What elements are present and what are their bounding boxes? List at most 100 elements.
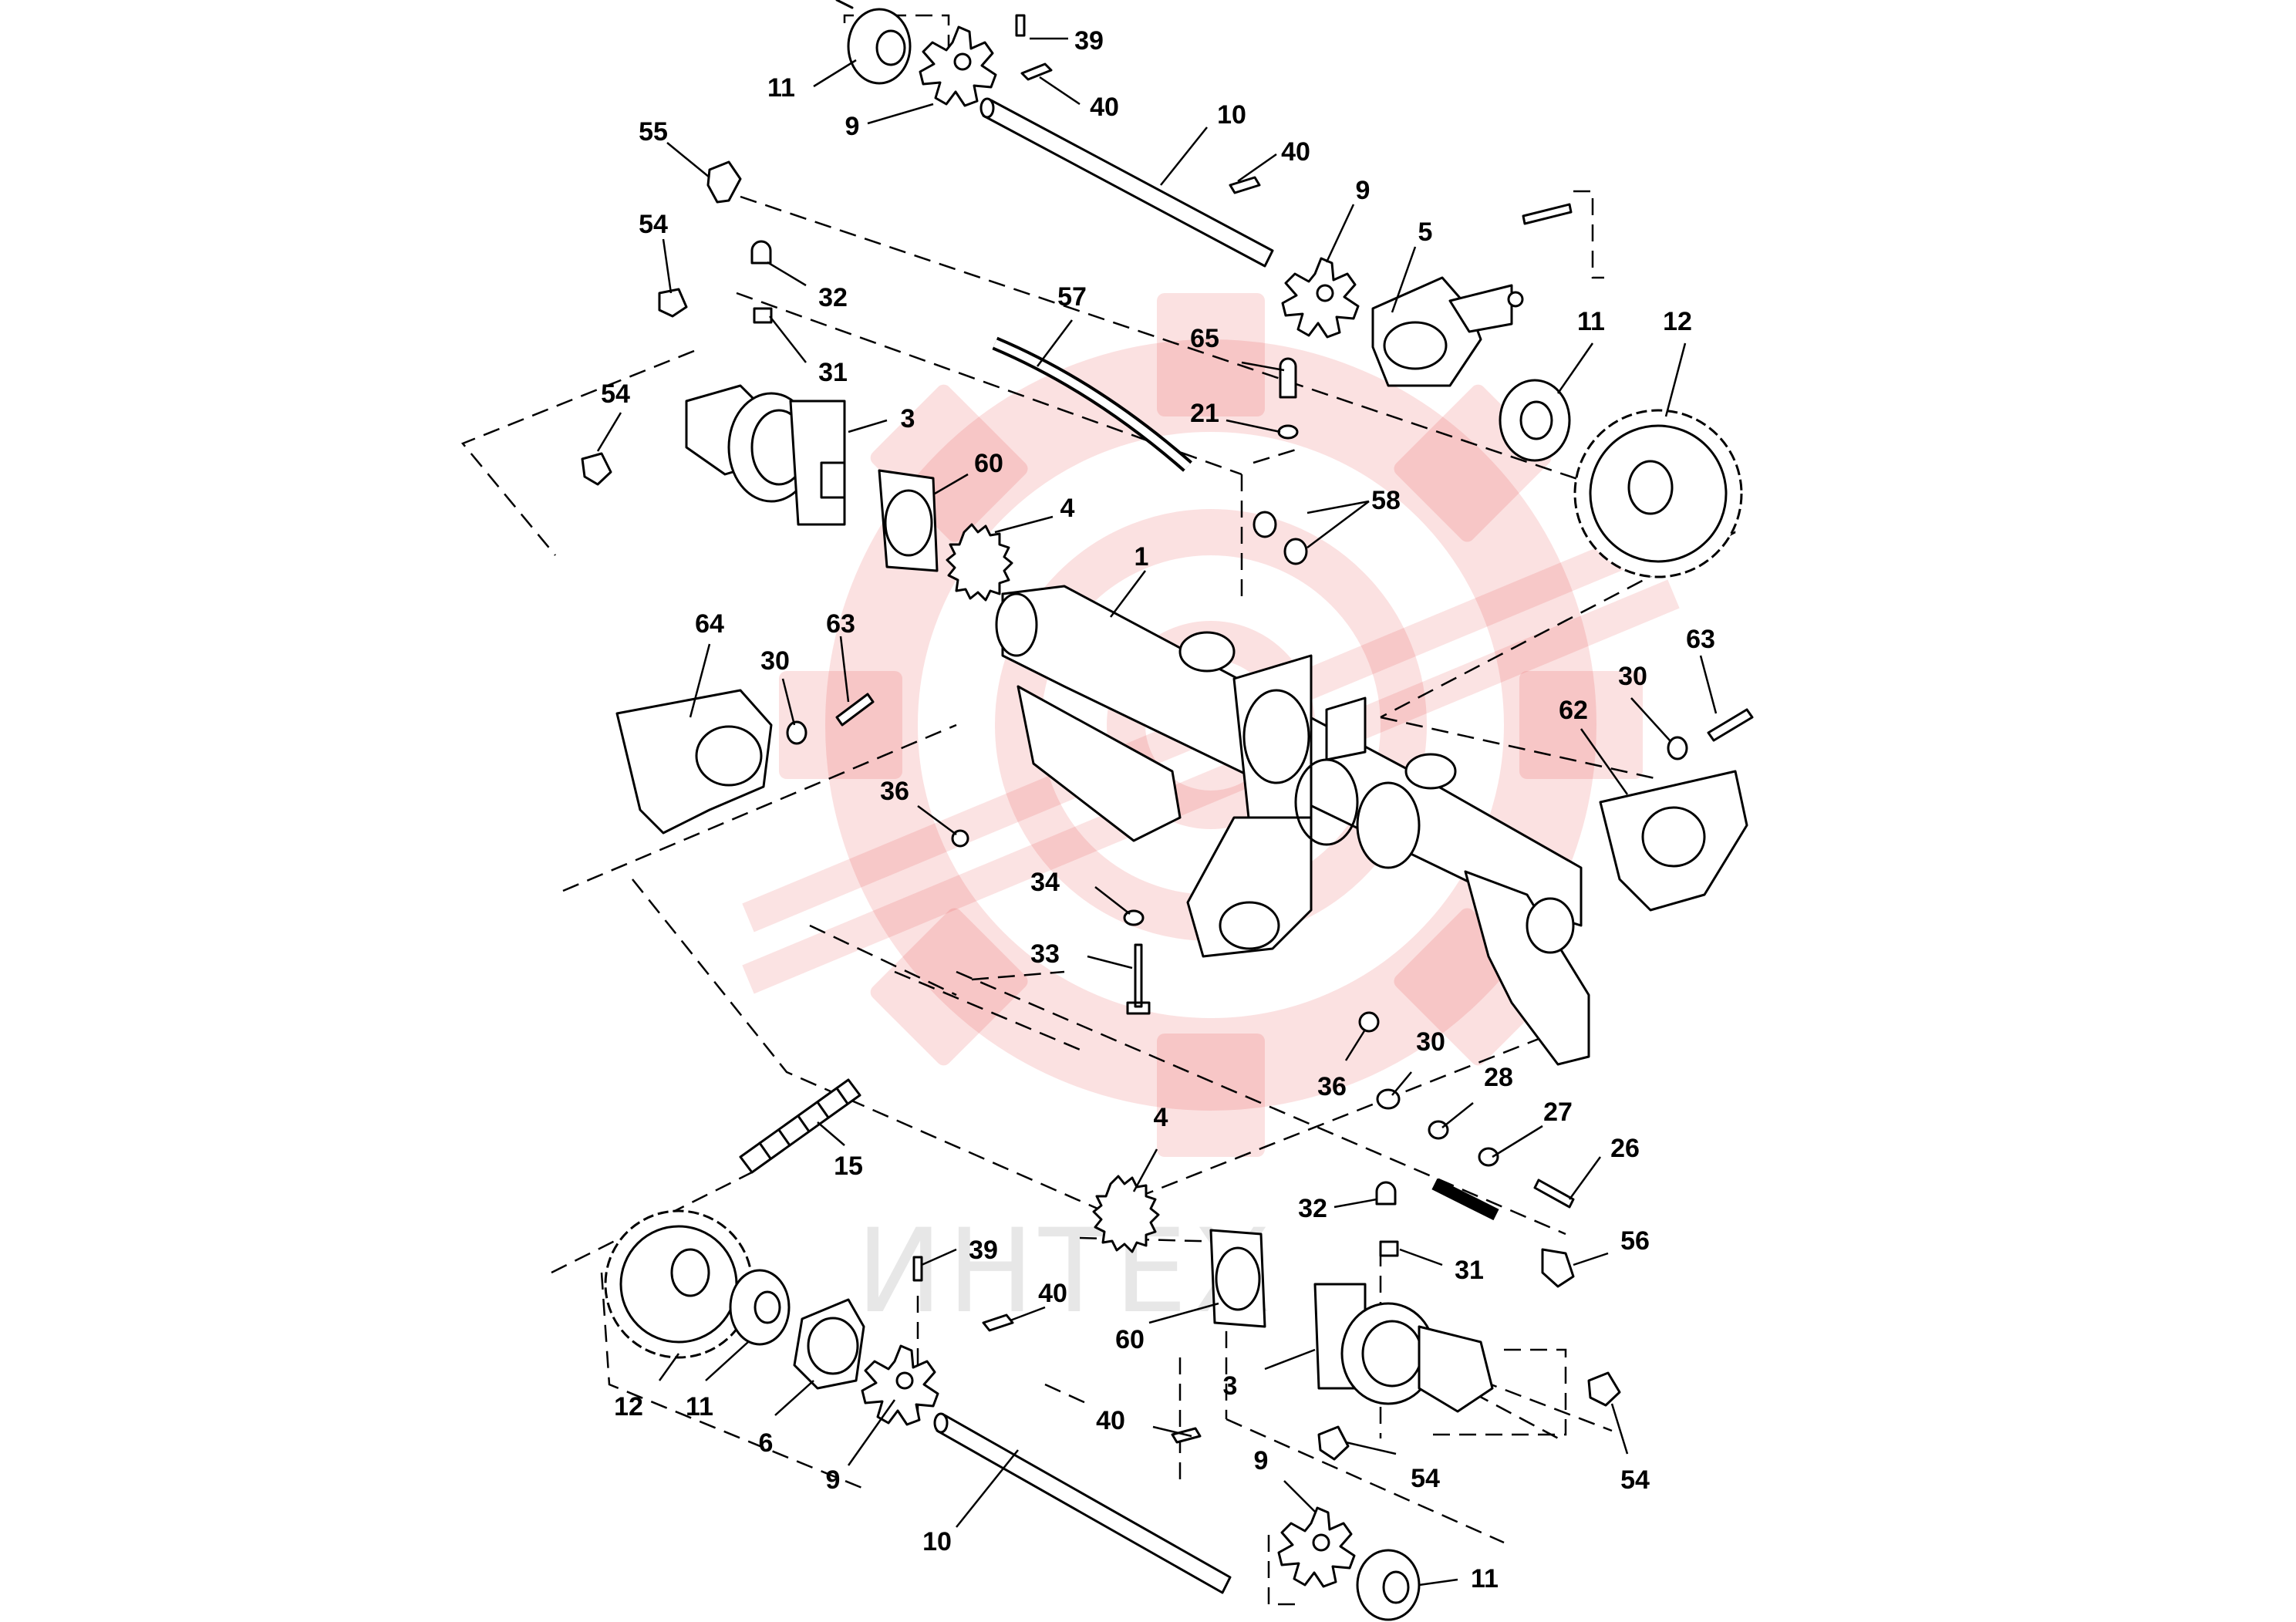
fitting-55 [706,160,742,204]
pin-39-top [1015,14,1026,37]
callout-11-top: 11 [767,73,795,103]
plate-5 [1371,276,1513,387]
callout-40-lower-left: 40 [1038,1279,1067,1308]
callout-11-right: 11 [1577,307,1605,336]
key-40-top-2 [1229,176,1261,194]
fitting-54-left [581,452,612,486]
nut-36-right [1358,1011,1380,1033]
callout-54-top: 54 [639,210,668,239]
washer-21 [1277,424,1299,440]
sprocket-12-top [1573,409,1743,578]
main-frame-1 [995,585,1583,958]
callout-30-left: 30 [760,646,790,676]
hose-56 [1431,1178,1499,1221]
bolt-65 [1279,357,1297,399]
hydraulic-motor-3-top [685,384,846,526]
callout-63-left: 63 [826,609,855,639]
frame-bracket-right [1464,870,1590,1066]
flange-bearing-top [835,0,912,85]
gasket-60-lower [1209,1229,1266,1328]
callout-11-lower-right: 11 [1471,1564,1499,1593]
fitting-54-top [658,288,688,318]
callout-9-top-right: 9 [1356,176,1371,205]
washer-28 [1428,1120,1449,1140]
chain-15 [739,1078,861,1174]
callout-54-lower-left: 54 [1411,1464,1440,1493]
callout-9-lower-right: 9 [1254,1446,1269,1475]
callout-40-lower-right: 40 [1096,1406,1125,1435]
flange-bearing-right [1499,379,1571,462]
callout-54-left: 54 [601,379,630,409]
callout-15: 15 [834,1152,863,1181]
callout-10-lower: 10 [922,1527,952,1556]
bolt-33 [1126,943,1151,1015]
callout-27: 27 [1543,1098,1573,1127]
callout-12-top: 12 [1663,307,1692,336]
nut-31-lower [1379,1240,1399,1257]
callout-31-lower: 31 [1455,1256,1484,1285]
cap-32-lower [1375,1181,1397,1206]
callout-5: 5 [1418,218,1433,247]
callout-32-lower: 32 [1298,1194,1327,1223]
fitting-54-lower-right [1587,1371,1621,1407]
callout-36-right: 36 [1317,1072,1347,1101]
sprocket-9-lower-left [861,1344,939,1426]
callout-65: 65 [1190,324,1219,353]
flange-bearing-lower-left [729,1269,791,1346]
nut-top-right [1507,291,1524,308]
callout-34: 34 [1030,868,1060,897]
callout-54-lower-right: 54 [1620,1465,1650,1495]
washer-30-right [1667,736,1688,760]
callout-31-top: 31 [818,358,848,387]
sprocket-9-top-right [1281,257,1360,339]
callout-26: 26 [1610,1134,1640,1163]
callout-60-top: 60 [974,449,1003,478]
callout-4-lower: 4 [1154,1103,1168,1132]
sprocket-12-lower [604,1209,754,1359]
callout-11-lower-left: 11 [686,1392,713,1421]
callout-60-lower: 60 [1115,1325,1145,1354]
bushing-58-b [1283,538,1308,565]
bolt-26 [1533,1179,1575,1209]
sprocket-9-top-left [919,25,997,107]
callout-57: 57 [1057,282,1087,312]
callout-62: 62 [1559,696,1588,725]
gasket-60-top [878,469,939,572]
watermark-text: ИНТЕХ [856,1205,1276,1339]
hydraulic-motor-3-lower [1313,1283,1494,1413]
shaft-10-top [979,97,1274,268]
callout-63-right: 63 [1686,625,1715,654]
callout-12-lower: 12 [614,1392,643,1421]
callout-1: 1 [1135,542,1149,572]
sprocket-4-top [946,523,1013,602]
callout-3-lower: 3 [1223,1371,1238,1401]
flange-bearing-lower-right [1356,1549,1421,1621]
cap-32-top [750,240,772,265]
callout-30-right: 30 [1618,662,1647,691]
washer-30-left [786,720,807,745]
fitting-54-lower-left [1317,1425,1350,1461]
callout-39-top: 39 [1074,26,1104,56]
callout-55: 55 [639,117,668,147]
callout-56: 56 [1620,1226,1650,1256]
callout-28: 28 [1484,1063,1513,1092]
callout-10-top: 10 [1217,100,1246,130]
plate-64 [615,689,773,835]
callout-40-mid-top: 40 [1281,137,1310,167]
plate-6 [793,1298,865,1390]
callout-32-top: 32 [818,283,848,312]
plate-62 [1599,770,1748,912]
key-40-lower-1 [982,1313,1014,1332]
bolt-63-right [1707,708,1754,742]
washer-27 [1478,1147,1499,1167]
callout-3-top: 3 [901,404,915,433]
callout-30-lower: 30 [1416,1027,1445,1057]
callout-39-lower: 39 [969,1236,998,1265]
bolt-top-right [1522,203,1573,225]
callout-labels: 39 11 40 9 10 55 40 9 54 32 5 57 31 65 1… [601,26,1715,1593]
bolt-63-left [835,693,875,727]
pin-39-lower [912,1256,923,1282]
fitting-56 [1541,1248,1575,1288]
leader-lines [596,37,1718,1587]
